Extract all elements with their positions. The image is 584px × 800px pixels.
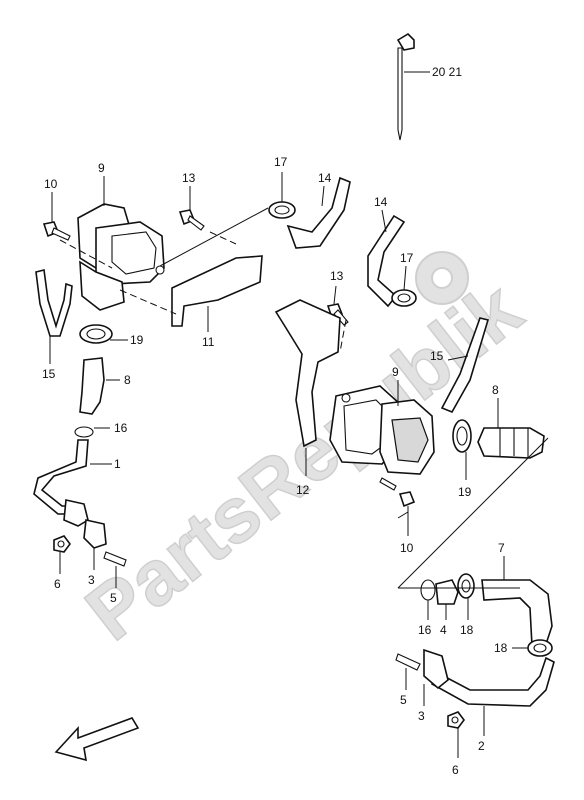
callout-3-left: 3 — [88, 573, 95, 587]
callout-17-right: 17 — [400, 251, 414, 265]
oring-16-right — [420, 579, 436, 601]
callout-labels: 20 21 10 9 13 17 14 14 17 13 15 19 8 16 … — [42, 65, 508, 777]
callout-15-left: 15 — [42, 367, 56, 381]
hose-15-right — [440, 317, 490, 414]
bolt-10-left — [42, 221, 71, 241]
front-direction-arrow-icon — [54, 717, 140, 762]
callout-20-21: 20 21 — [432, 65, 462, 79]
callout-9-left: 9 — [98, 161, 105, 175]
callout-16-right: 16 — [418, 623, 432, 637]
callout-14-upper: 14 — [318, 171, 332, 185]
reed-valve-left — [77, 203, 165, 311]
gasket-3-left — [63, 499, 89, 527]
callout-10-left: 10 — [44, 177, 58, 191]
leader-lines — [49, 172, 528, 758]
reed-valve-right — [329, 385, 435, 475]
oring-16-left — [74, 426, 94, 438]
pipe-2 — [431, 656, 555, 707]
gasket-3b-left — [83, 519, 107, 549]
callout-6-left: 6 — [54, 577, 61, 591]
callout-15-right: 15 — [430, 349, 444, 363]
callout-1: 1 — [114, 457, 121, 471]
part-20-21-clip — [396, 32, 415, 141]
callout-13-left: 13 — [182, 171, 196, 185]
clamp-19-left — [79, 324, 113, 344]
gasket-3-right — [423, 648, 449, 690]
callout-8-left: 8 — [124, 373, 131, 387]
nut-6-right — [447, 711, 465, 729]
clamp-18-upper — [457, 573, 475, 599]
callout-13-right: 13 — [330, 269, 344, 283]
callout-8-right: 8 — [492, 383, 499, 397]
callout-19-left: 19 — [130, 333, 144, 347]
hose-7 — [481, 579, 553, 647]
connection-lines — [59, 207, 549, 589]
callout-11: 11 — [202, 335, 215, 349]
union-4 — [435, 579, 459, 605]
clamp-19-right — [452, 419, 472, 453]
callout-19-right: 19 — [458, 485, 472, 499]
callout-6-right: 6 — [452, 763, 459, 777]
hose-8-right — [477, 427, 545, 459]
callout-12: 12 — [296, 483, 310, 497]
hose-14-upper — [286, 176, 351, 249]
callout-18-upper: 18 — [460, 623, 474, 637]
hose-15-left — [35, 269, 73, 337]
gear-icon — [415, 251, 469, 305]
callout-16-left: 16 — [114, 421, 128, 435]
callout-18-lower: 18 — [494, 641, 508, 655]
callout-14-right: 14 — [374, 195, 388, 209]
hose-8-left — [79, 357, 105, 415]
nut-6-left — [53, 535, 71, 553]
callout-2: 2 — [478, 739, 485, 753]
callout-5-left: 5 — [110, 591, 117, 605]
callout-17-upper: 17 — [274, 155, 288, 169]
clamp-18-lower — [527, 639, 553, 657]
callout-10-right: 10 — [400, 541, 414, 555]
bracket-11 — [171, 255, 263, 327]
stud-5-right — [395, 653, 421, 671]
callout-4: 4 — [440, 623, 447, 637]
stud-5-left — [103, 551, 127, 567]
bolt-10-right — [379, 477, 416, 508]
callout-5-right: 5 — [400, 693, 407, 707]
callout-3-right: 3 — [418, 709, 425, 723]
callout-9-right: 9 — [392, 365, 399, 379]
bolt-13-left — [178, 209, 205, 231]
clamp-17-upper — [268, 201, 296, 219]
callout-7: 7 — [498, 541, 505, 555]
bracket-12 — [274, 299, 341, 448]
clamp-17-right — [391, 289, 417, 307]
